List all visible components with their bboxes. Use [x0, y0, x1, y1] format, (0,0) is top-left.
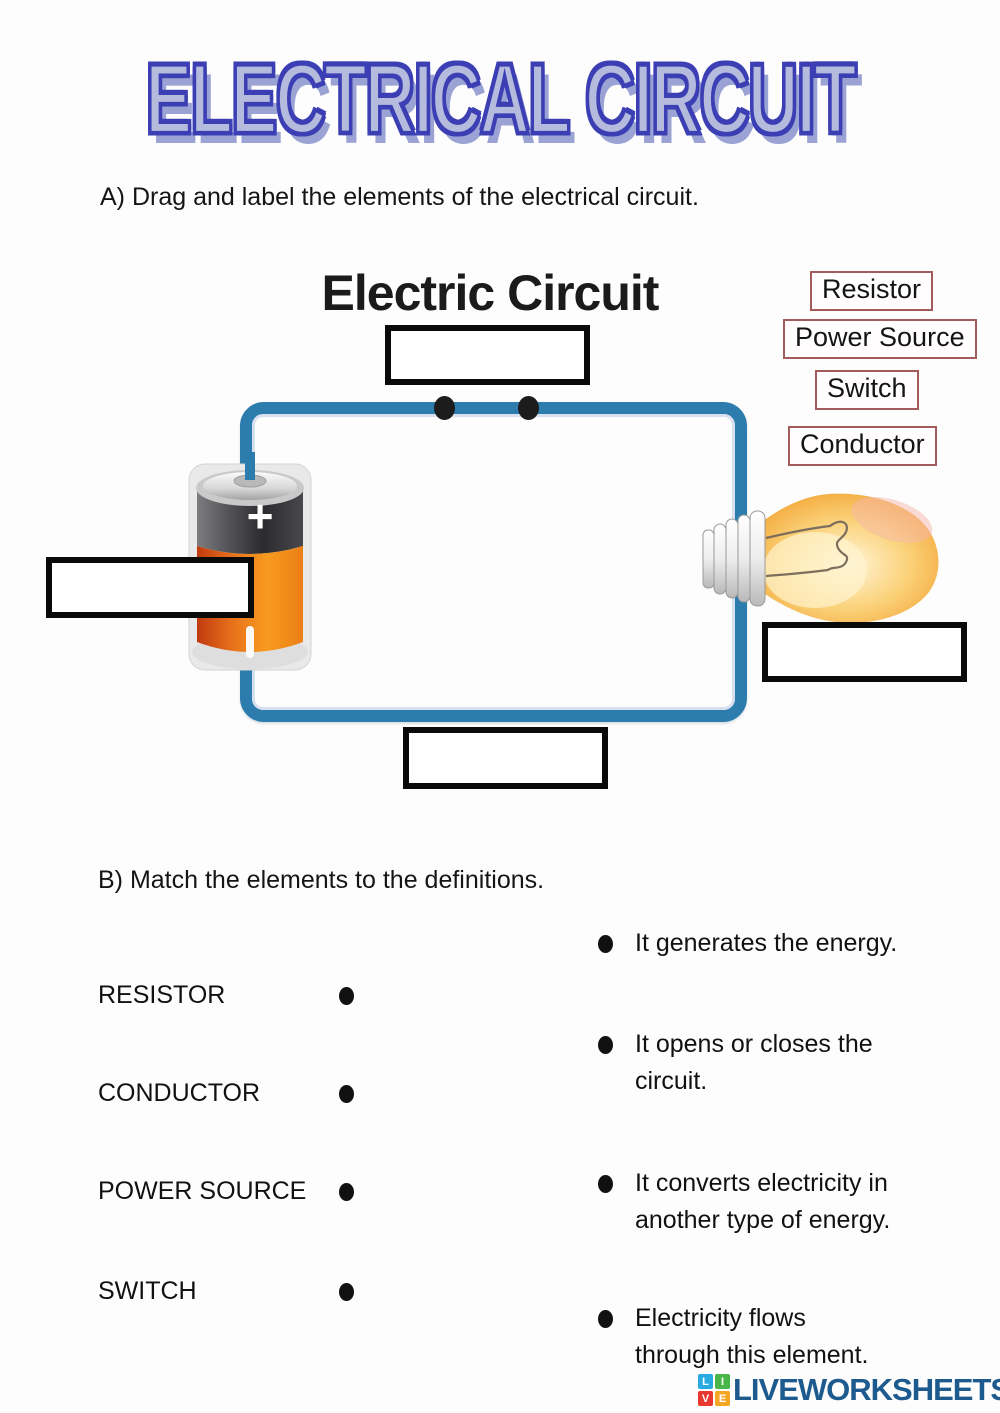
switch-gap-dot-right — [518, 396, 539, 420]
switch-gap-dot-left — [434, 396, 455, 420]
word-bank-switch[interactable]: Switch — [815, 370, 919, 410]
title-wrap: ELECTRICAL CIRCUIT — [0, 41, 1000, 156]
answer-box-top[interactable] — [385, 325, 590, 385]
logo-letter-i: I — [715, 1374, 730, 1389]
term-label-conductor: CONDUCTOR — [98, 1079, 261, 1107]
term-row-power-source: POWER SOURCE — [98, 1177, 354, 1206]
definition-text-converts: It converts electricity in another type … — [635, 1169, 891, 1234]
liveworksheets-logo: L I V E LIVEWORKSHEETS — [698, 1372, 1000, 1408]
light-bulb-illustration — [702, 493, 939, 623]
battery-illustration: + — [188, 452, 312, 671]
logo-letter-l: L — [698, 1374, 713, 1389]
term-row-switch: SWITCH — [98, 1277, 354, 1306]
answer-box-left[interactable] — [46, 557, 254, 618]
term-label-switch: SWITCH — [98, 1277, 197, 1305]
definition-row-flows: Electricity flows through this element. — [598, 1300, 978, 1374]
word-bank-power-source[interactable]: Power Source — [783, 319, 977, 359]
definition-dot-flows[interactable] — [598, 1310, 613, 1328]
circuit-wire — [240, 402, 747, 722]
definition-text-flows: Electricity flows through this element. — [635, 1304, 869, 1369]
liveworksheets-logo-icon: L I V E — [698, 1374, 730, 1406]
term-dot-conductor[interactable] — [339, 1084, 354, 1103]
diagram-title: Electric Circuit — [321, 265, 660, 321]
definition-dot-generates[interactable] — [598, 935, 613, 953]
definition-row-generates: It generates the energy. — [598, 925, 978, 962]
definition-text-opens: It opens or closes the circuit. — [635, 1030, 873, 1095]
answer-box-right[interactable] — [762, 622, 967, 682]
term-dot-resistor[interactable] — [339, 986, 354, 1005]
battery-plus-symbol: + — [247, 490, 274, 542]
definition-row-opens: It opens or closes the circuit. — [598, 1026, 978, 1100]
term-row-conductor: CONDUCTOR — [98, 1079, 354, 1108]
word-bank-conductor[interactable]: Conductor — [788, 426, 937, 466]
page-title: ELECTRICAL CIRCUIT — [144, 41, 858, 156]
term-label-power-source: POWER SOURCE — [98, 1177, 307, 1205]
term-dot-power-source[interactable] — [339, 1182, 354, 1201]
definition-dot-converts[interactable] — [598, 1175, 613, 1193]
brand-name: LIVEWORKSHEETS — [733, 1372, 1000, 1407]
answer-box-bottom[interactable] — [403, 727, 608, 789]
logo-letter-v: V — [698, 1391, 713, 1406]
word-bank-resistor[interactable]: Resistor — [810, 271, 934, 311]
logo-letter-e: E — [715, 1391, 730, 1406]
term-dot-switch[interactable] — [339, 1282, 354, 1301]
definition-dot-opens[interactable] — [598, 1036, 613, 1054]
term-row-resistor: RESISTOR — [98, 981, 354, 1010]
circuit-wire-highlight — [252, 414, 735, 710]
term-label-resistor: RESISTOR — [98, 981, 226, 1009]
section-b-heading: B) Match the elements to the definitions… — [98, 866, 545, 894]
definition-text-generates: It generates the energy. — [635, 929, 898, 957]
definition-row-converts: It converts electricity in another type … — [598, 1165, 978, 1239]
section-a-heading: A) Drag and label the elements of the el… — [100, 183, 699, 211]
